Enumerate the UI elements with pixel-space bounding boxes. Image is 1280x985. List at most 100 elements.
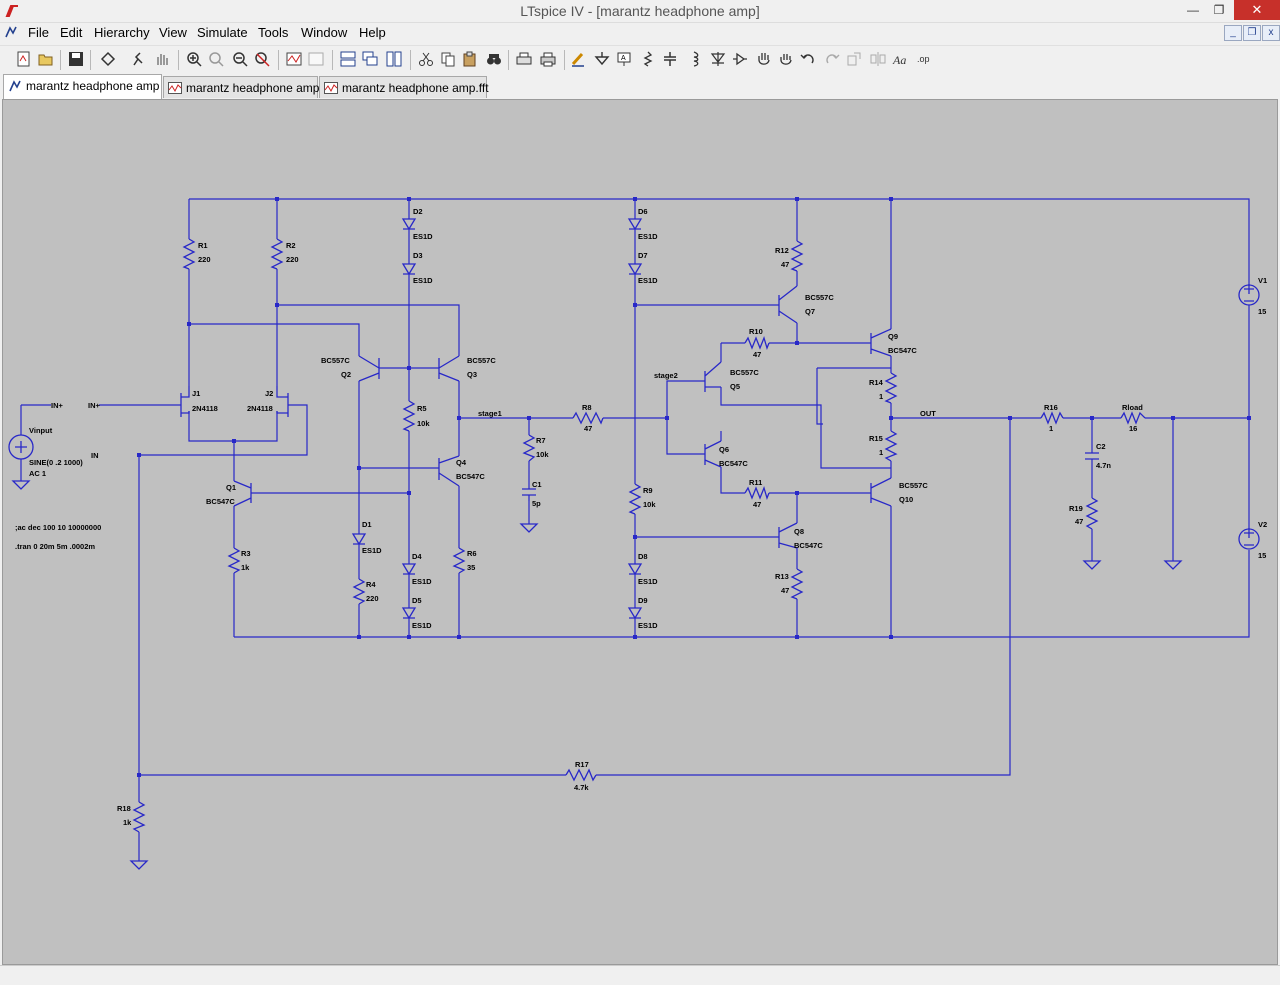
- menu-tools[interactable]: Tools: [258, 25, 289, 40]
- label-D9-value: ES1D: [638, 621, 658, 630]
- autorange-icon[interactable]: [286, 51, 302, 67]
- label-D4-value: ES1D: [412, 577, 432, 586]
- label-D8: D8: [638, 552, 648, 561]
- run-icon[interactable]: [130, 51, 146, 67]
- close-button[interactable]: ✕: [1234, 0, 1280, 20]
- tab-label: marantz headphone amp: [26, 79, 160, 93]
- label-R18: R18: [117, 804, 131, 813]
- tile-vertical-icon[interactable]: [386, 51, 402, 67]
- label-R11: R11: [749, 478, 762, 487]
- draw-wire-icon[interactable]: [570, 51, 586, 67]
- label-Rload-value: 16: [1129, 424, 1137, 433]
- cut-icon[interactable]: [418, 51, 434, 67]
- new-schematic-icon[interactable]: [16, 51, 32, 67]
- copy-icon[interactable]: [440, 51, 456, 67]
- label-ac-directive: ;ac dec 100 10 10000000: [15, 523, 101, 532]
- zoom-fit-icon[interactable]: [254, 51, 270, 67]
- label-INplus-left: IN+: [51, 401, 64, 410]
- mirror-icon[interactable]: [870, 51, 886, 67]
- open-folder-icon[interactable]: [38, 51, 54, 67]
- label-Q7: Q7: [805, 307, 815, 316]
- label-Q4-type: BC547C: [456, 472, 485, 481]
- print-setup-icon[interactable]: [516, 51, 532, 67]
- rotate-icon[interactable]: [846, 51, 862, 67]
- paste-icon[interactable]: [462, 51, 478, 67]
- menu-help[interactable]: Help: [359, 25, 386, 40]
- label-Q3-type: BC557C: [467, 356, 496, 365]
- label-R4: R4: [366, 580, 376, 589]
- label-R5: R5: [417, 404, 427, 413]
- undo-icon[interactable]: [800, 51, 816, 67]
- label-Q2: Q2: [341, 370, 351, 379]
- save-icon[interactable]: [68, 51, 84, 67]
- menu-file[interactable]: File: [28, 25, 49, 40]
- label-D3: D3: [413, 251, 423, 260]
- label-stage2: stage2: [654, 371, 678, 380]
- svg-text:Aa: Aa: [892, 53, 906, 67]
- schematic-canvas[interactable]: R1 220 R2 220 D2 ES1D D3 ES1D D6 ES1D D7…: [2, 99, 1278, 965]
- component-icon[interactable]: [732, 51, 748, 67]
- zoom-out-icon[interactable]: [232, 51, 248, 67]
- control-panel-icon[interactable]: [100, 51, 116, 67]
- diode-icon[interactable]: [710, 51, 726, 67]
- label-R8: R8: [582, 403, 592, 412]
- redo-icon[interactable]: [824, 51, 840, 67]
- print-icon[interactable]: [540, 51, 556, 67]
- mdi-minimize-button[interactable]: _: [1224, 25, 1242, 41]
- label-tran-directive: .tran 0 20m 5m .0002m: [15, 542, 95, 551]
- label-ac: AC 1: [29, 469, 46, 478]
- label-R18-value: 1k: [123, 818, 132, 827]
- menu-simulate[interactable]: Simulate: [197, 25, 248, 40]
- drag-hand-icon[interactable]: [778, 51, 794, 67]
- menu-window[interactable]: Window: [301, 25, 348, 40]
- find-icon[interactable]: [486, 51, 502, 67]
- spice-directive-icon[interactable]: .op: [916, 51, 932, 67]
- label-R10-value: 47: [753, 350, 761, 359]
- label-D8-value: ES1D: [638, 577, 658, 586]
- tile-horizontal-icon[interactable]: [340, 51, 356, 67]
- label-R11-value: 47: [753, 500, 761, 509]
- tab-schematic[interactable]: marantz headphone amp: [3, 74, 162, 99]
- label-Q3: Q3: [467, 370, 477, 379]
- minimize-button[interactable]: —: [1187, 3, 1199, 17]
- menu-edit[interactable]: Edit: [60, 25, 83, 40]
- label-net-icon[interactable]: A: [616, 51, 632, 67]
- label-R13: R13: [775, 572, 789, 581]
- halt-hand-icon[interactable]: [154, 51, 170, 67]
- mdi-restore-button[interactable]: ❐: [1243, 25, 1261, 41]
- document-icon[interactable]: [4, 25, 18, 39]
- capacitor-icon[interactable]: [662, 51, 678, 67]
- zoom-pan-icon[interactable]: [208, 51, 224, 67]
- tab-fft[interactable]: marantz headphone amp.fft: [319, 76, 489, 98]
- schematic-icon: [9, 80, 21, 92]
- zoom-in-icon[interactable]: [186, 51, 202, 67]
- cascade-icon[interactable]: [362, 51, 378, 67]
- label-R2-value: 220: [286, 255, 299, 264]
- menu-hierarchy[interactable]: Hierarchy: [94, 25, 150, 40]
- label-Vinput: Vinput: [29, 426, 53, 435]
- tab-label: marantz headphone amp.fft: [342, 81, 489, 95]
- label-D3-value: ES1D: [413, 276, 433, 285]
- tab-waveform[interactable]: marantz headphone amp: [163, 76, 319, 98]
- menu-view[interactable]: View: [159, 25, 187, 40]
- label-Q10: Q10: [899, 495, 913, 504]
- ltspice-logo-icon: [5, 5, 18, 17]
- move-hand-icon[interactable]: [756, 51, 772, 67]
- label-R2: R2: [286, 241, 296, 250]
- mdi-close-button[interactable]: x: [1262, 25, 1280, 41]
- maximize-button[interactable]: ❐: [1213, 3, 1225, 17]
- label-Q1-type: BC547C: [206, 497, 235, 506]
- resistor-icon[interactable]: [640, 51, 656, 67]
- label-J2: J2: [265, 389, 273, 398]
- label-INplus-right: IN+: [88, 401, 101, 410]
- ground-icon[interactable]: [594, 51, 610, 67]
- waveform-icon: [324, 82, 338, 94]
- label-R4-value: 220: [366, 594, 379, 603]
- label-D4: D4: [412, 552, 422, 561]
- inductor-icon[interactable]: [686, 51, 702, 67]
- label-D1: D1: [362, 520, 372, 529]
- manual-limits-icon[interactable]: [308, 51, 324, 67]
- text-icon[interactable]: Aa: [892, 51, 908, 67]
- status-bar: [0, 965, 1280, 985]
- label-Q5-type: BC557C: [730, 368, 759, 377]
